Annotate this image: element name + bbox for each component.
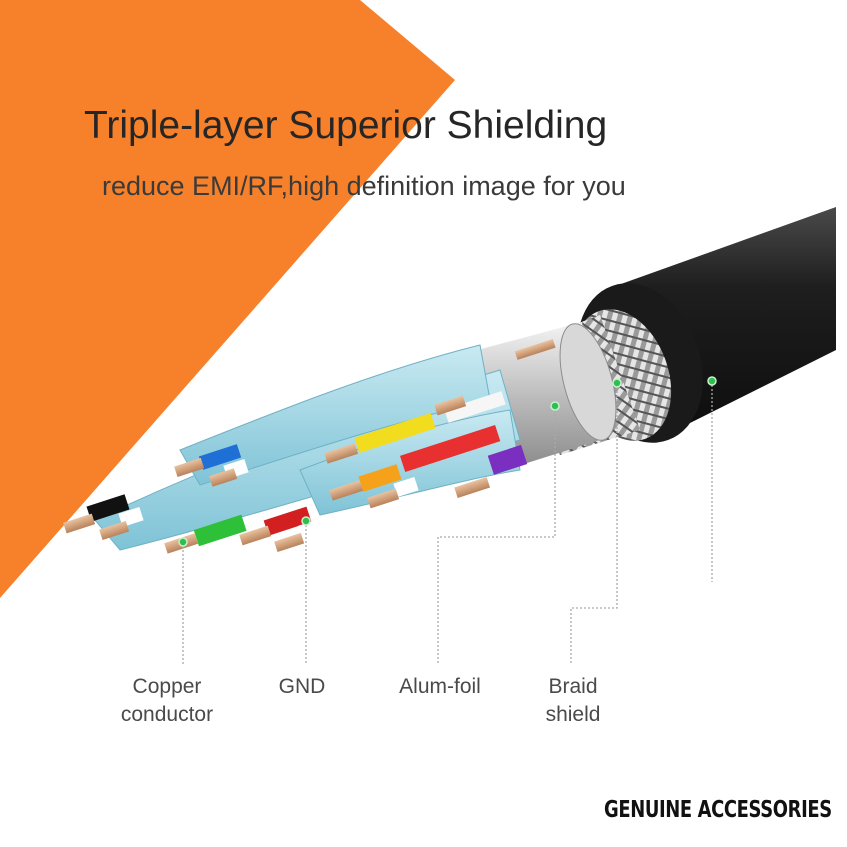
leader-braid	[570, 383, 618, 665]
leader-lines	[182, 381, 713, 665]
callout-gnd: GND	[262, 673, 342, 701]
callout-braid-line1: Braid	[548, 675, 598, 698]
callout-gnd-line1: GND	[278, 675, 326, 698]
brand-footer: GENUINE ACCESSORIES	[604, 797, 832, 823]
leader-alum-foil	[437, 406, 556, 665]
callout-copper-conductor: Copper conductor	[106, 673, 228, 729]
marker-jacket-icon	[707, 376, 717, 386]
callout-alum-foil-line1: Alum-foil	[399, 675, 481, 698]
marker-braid-icon	[612, 378, 622, 388]
headline: Triple-layer Superior Shielding	[84, 104, 608, 147]
markers	[178, 376, 717, 547]
marker-copper-icon	[178, 537, 188, 547]
callout-copper-line1: Copper	[132, 675, 202, 698]
callout-alum-foil: Alum-foil	[380, 673, 500, 701]
orange-accent-shape	[0, 0, 455, 598]
callout-braid-line2: shield	[545, 703, 601, 726]
callout-copper-line2: conductor	[120, 703, 214, 726]
marker-alum-foil-icon	[550, 401, 560, 411]
subheadline: reduce EMI/RF,high definition image for …	[102, 171, 626, 201]
callout-braid-shield: Braid shield	[530, 673, 616, 729]
marker-gnd-icon	[301, 516, 311, 526]
